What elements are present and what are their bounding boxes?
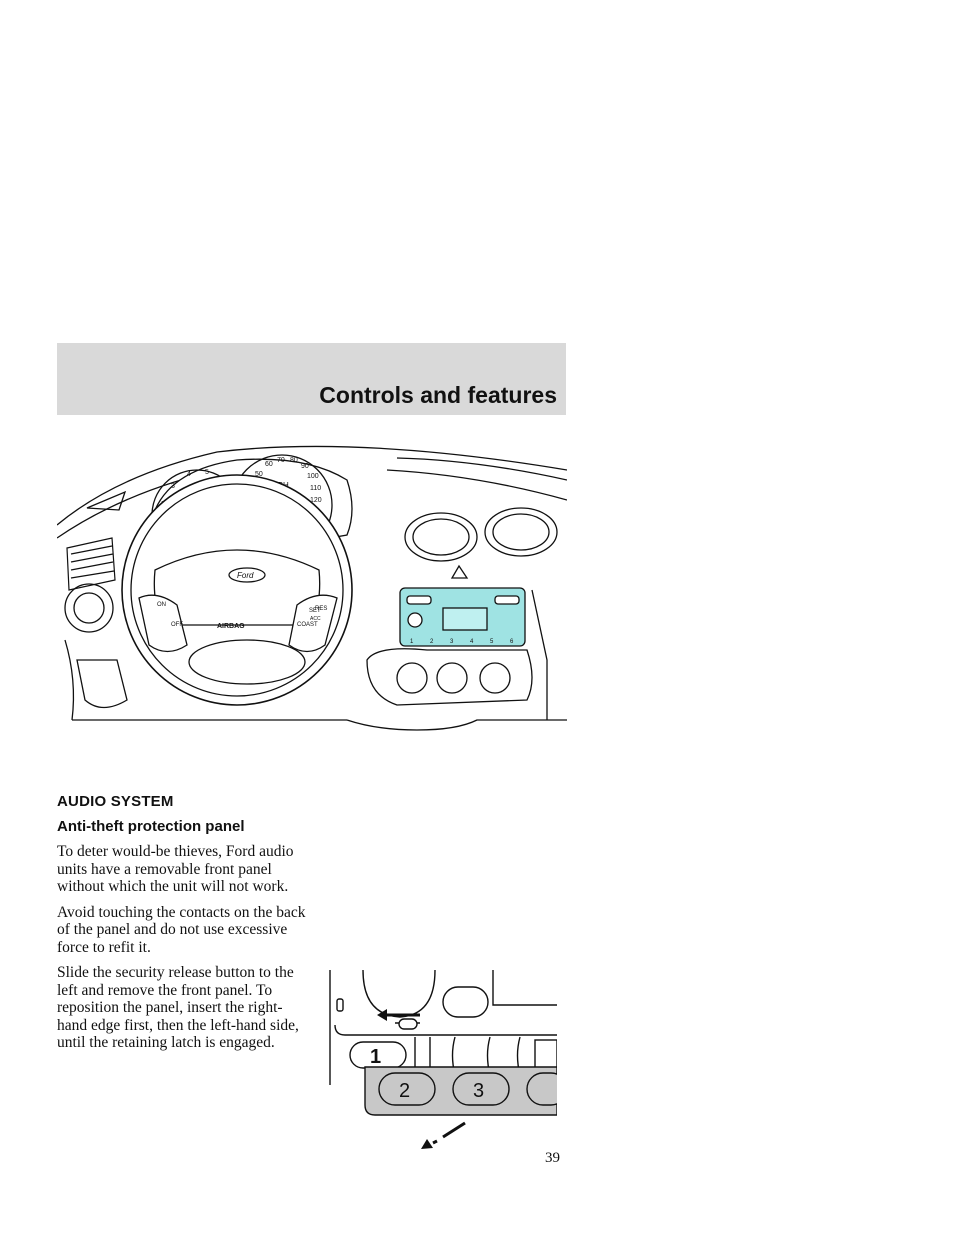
paragraph: Slide the security release button to the… <box>57 964 299 1051</box>
speed-tick-label: 100 <box>307 473 319 480</box>
panel-removal-illustration: 1 2 3 <box>329 969 557 1149</box>
subsection-heading: Anti-theft protection panel <box>57 818 245 835</box>
cruise-off-label: OFF <box>171 622 183 628</box>
cruise-on-label: ON <box>157 602 166 608</box>
tach-tick-label: 4 <box>187 471 191 478</box>
speed-tick-label: 60 <box>265 461 273 468</box>
radio-preset-1: 1 <box>410 639 414 645</box>
speed-tick-label: 70 <box>277 457 285 464</box>
lock-icon <box>336 998 344 1012</box>
airbag-label: AIRBAG <box>217 623 245 630</box>
section-title: Controls and features <box>319 382 557 408</box>
speed-tick-label: 50 <box>255 471 263 478</box>
arrow-left-icon <box>377 1009 387 1021</box>
cruise-set-label: SET <box>309 608 321 614</box>
radio-preset-4: 4 <box>470 639 474 645</box>
page-number: 39 <box>545 1150 560 1166</box>
arrow-down-left-icon <box>421 1139 433 1149</box>
panel-button-1: 1 <box>370 1046 381 1068</box>
radio-preset-3: 3 <box>450 639 454 645</box>
radio-preset-2: 2 <box>430 639 434 645</box>
section-heading: AUDIO SYSTEM <box>57 793 174 810</box>
radio-preset-5: 5 <box>490 639 494 645</box>
cruise-acc-label: ACC <box>310 616 321 622</box>
radio-preset-6: 6 <box>510 639 514 645</box>
speed-tick-label: 80 <box>290 457 298 464</box>
tach-tick-label: 3 <box>171 483 175 490</box>
paragraph: Avoid touching the contacts on the back … <box>57 903 306 956</box>
speed-tick-label: 90 <box>301 463 309 470</box>
tach-tick-label: 5 <box>205 469 209 476</box>
text-column: AUDIO SYSTEM Anti-theft protection panel… <box>57 793 307 1060</box>
dashboard-illustration: 1 2 3 4 5 6 7 x1000 20 30 40 50 60 70 80… <box>57 445 567 731</box>
cruise-coast-label: COAST <box>297 622 318 628</box>
panel-button-3: 3 <box>473 1080 484 1102</box>
paragraph: To deter would-be thieves, Ford audio un… <box>57 843 294 895</box>
security-release-button <box>398 1018 418 1030</box>
panel-button-2: 2 <box>399 1080 410 1102</box>
speed-tick-label: 110 <box>310 485 321 492</box>
section-header-band: Controls and features <box>57 343 566 415</box>
speed-tick-label: 120 <box>310 497 322 504</box>
ford-logo <box>228 567 266 583</box>
cruise-res-label: RES <box>315 606 327 612</box>
ford-logo-text: Ford <box>237 571 254 580</box>
